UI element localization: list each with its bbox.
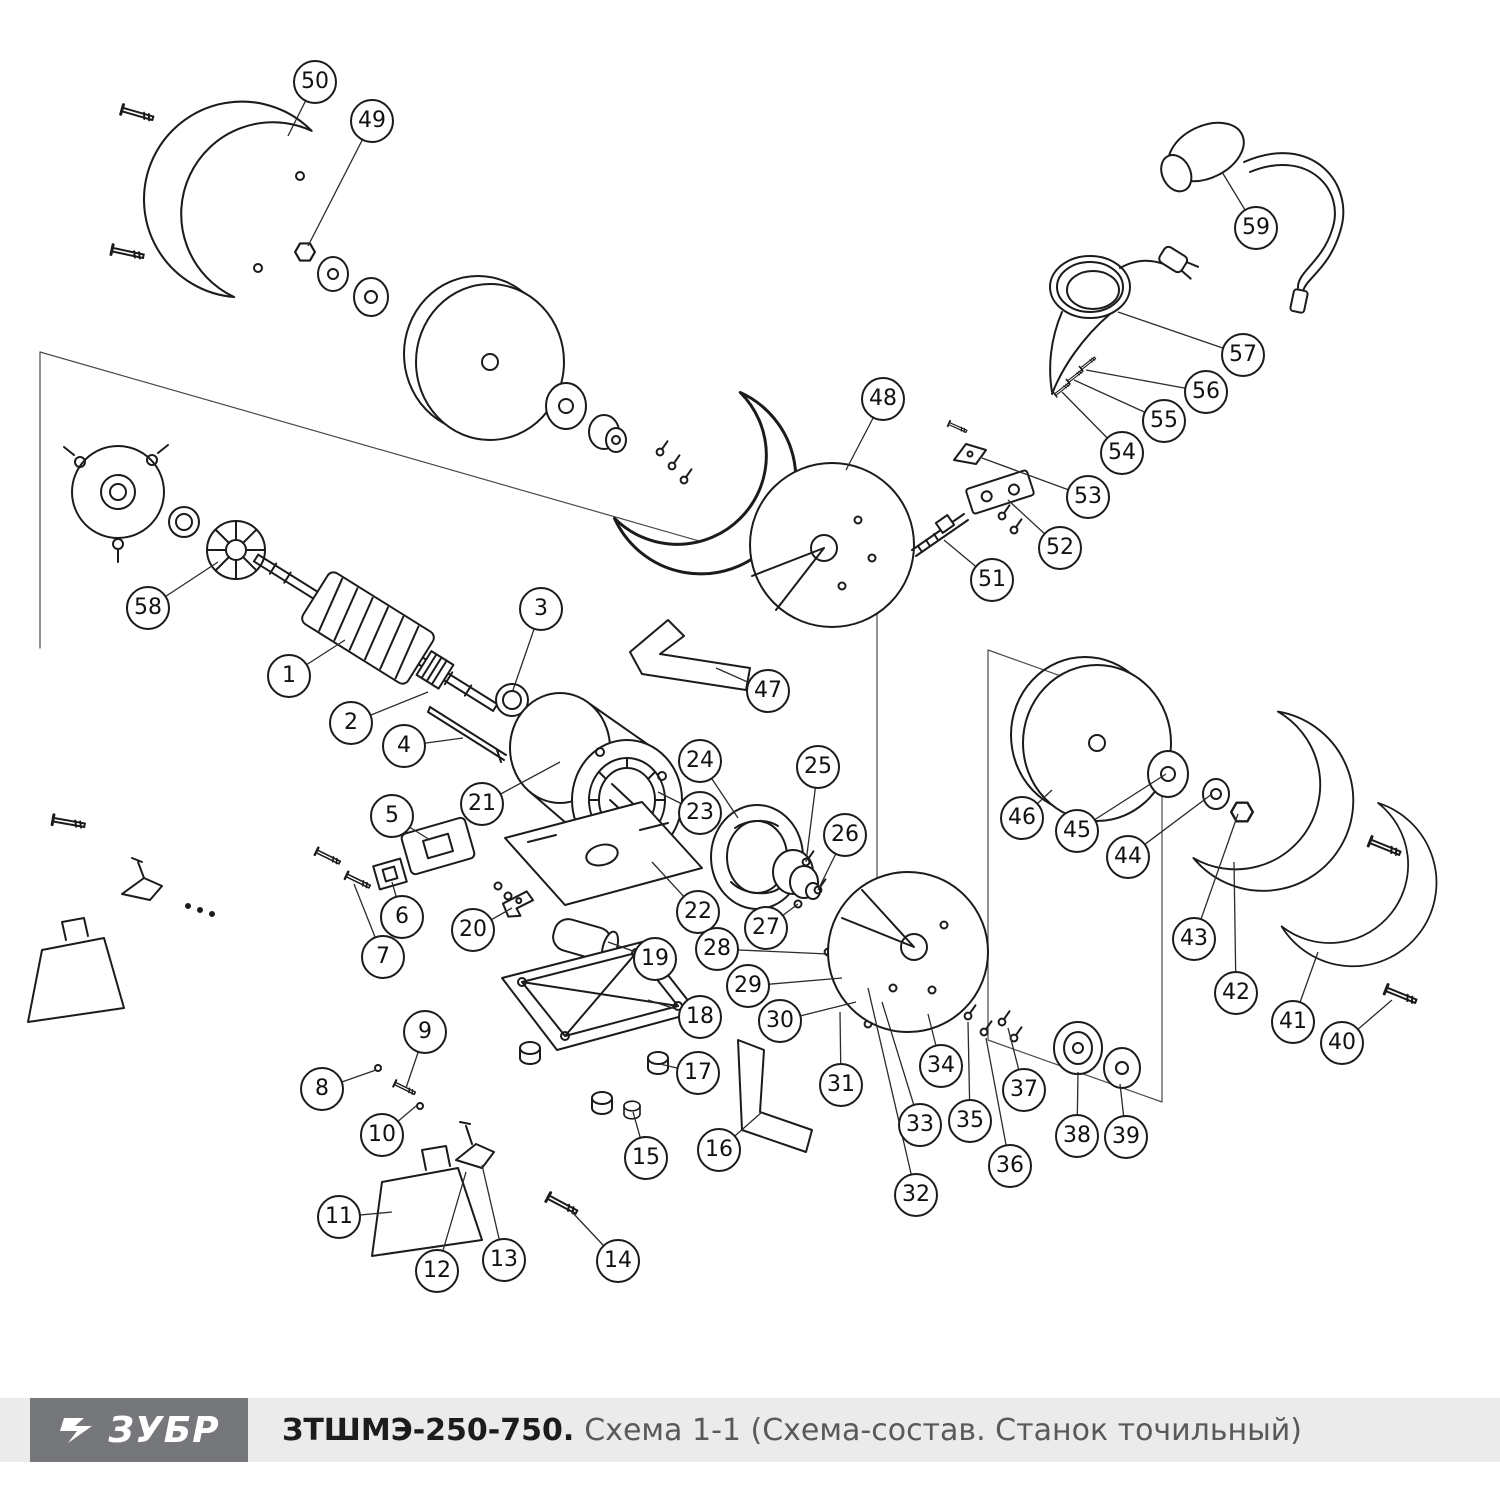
- fan-wheel: [206, 520, 266, 580]
- base-plate: [501, 941, 698, 1051]
- motor-base: [504, 801, 703, 906]
- spark-shield-left: [27, 917, 125, 1023]
- diagram-caption: ЗТШМЭ-250-750.Схема 1-1 (Схема-состав. С…: [282, 1413, 1302, 1448]
- lamp-head: [1160, 121, 1245, 193]
- clamp-bracket: [501, 890, 535, 918]
- shaft-stud: [911, 513, 969, 557]
- switch: [372, 857, 408, 891]
- bearing-front: [168, 506, 200, 538]
- eye-shield-bracket-left: [121, 857, 163, 901]
- washers-left-small: [317, 256, 389, 317]
- eye-shield-bracket-bottom: [455, 1121, 495, 1169]
- switch-plate: [400, 816, 476, 876]
- footer-bar: ЗУБР ЗТШМЭ-250-750.Схема 1-1 (Схема-сост…: [0, 1398, 1500, 1462]
- mount-plate: [965, 469, 1035, 515]
- wheel-guard-right: [1189, 705, 1388, 925]
- grinding-wheel-left-stack: [403, 275, 627, 453]
- brand-logo-icon: [60, 1418, 93, 1443]
- wheel-guard-cover-left: [110, 68, 316, 304]
- brand-name: ЗУБР: [108, 1409, 220, 1451]
- capacitor: [552, 918, 620, 964]
- rotor-shaft: [252, 553, 499, 712]
- small-bracket: [953, 443, 987, 465]
- diagram-subtitle: Схема 1-1 (Схема-состав. Станок точильны…: [584, 1412, 1303, 1448]
- bearing-rear: [495, 683, 529, 717]
- lamp-cable: [1051, 313, 1111, 398]
- tie-rod: [427, 706, 507, 763]
- end-bell: [63, 444, 169, 563]
- tool-rest-right: [737, 1039, 813, 1153]
- rubber-foot: [519, 1041, 541, 1065]
- brand-logo: ЗУБР: [30, 1398, 248, 1462]
- guard-plate-right: [827, 871, 989, 1033]
- model-number: ЗТШМЭ-250-750.: [282, 1412, 575, 1448]
- guard-plate-inner-left: [749, 462, 915, 628]
- flange-right: [1053, 1021, 1141, 1089]
- tool-rest-left: [629, 619, 751, 691]
- grinding-wheel-right-stack: [1010, 656, 1255, 823]
- work-lamp: [1049, 121, 1345, 393]
- hex-nut-left: [294, 242, 316, 262]
